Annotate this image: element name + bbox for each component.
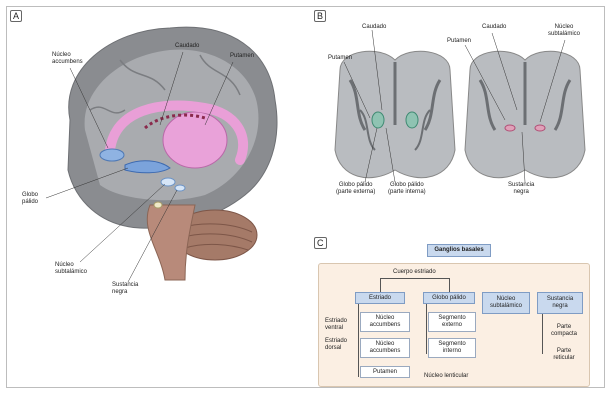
box-nucleo-accumbens-1: Núcleo accumbens bbox=[360, 312, 410, 332]
label-b-globo-interno: Globo pálido (parte interna) bbox=[388, 182, 426, 196]
label-estriado-dorsal: Estriado dorsal bbox=[325, 338, 347, 352]
connector-to-estriado bbox=[380, 278, 381, 292]
box-segmento-interno: Segmento interno bbox=[428, 338, 476, 358]
box-segmento-externo: Segmento externo bbox=[428, 312, 476, 332]
label-b-sustancia-negra: Sustancia negra bbox=[508, 182, 534, 196]
box-putamen: Putamen bbox=[360, 366, 410, 378]
connector-sn-children bbox=[542, 314, 543, 354]
connector-globo-children bbox=[426, 304, 427, 354]
label-cuerpo-estriado: Cuerpo estriado bbox=[393, 269, 436, 276]
connector-cuerpo-estriado bbox=[380, 278, 450, 279]
box-nucleo-subtalamico: Núcleo subtalámico bbox=[482, 292, 530, 314]
box-parte-reticular: Parte reticular bbox=[545, 346, 583, 364]
box-sustancia-negra: Sustancia negra bbox=[537, 292, 583, 314]
connector-to-globo bbox=[449, 278, 450, 292]
label-b-putamen-left: Putamen bbox=[328, 55, 352, 62]
box-globo-palido: Globo pálido bbox=[423, 292, 475, 304]
label-b-putamen-right: Putamen bbox=[447, 38, 471, 45]
box-nucleo-accumbens-2: Núcleo accumbens bbox=[360, 338, 410, 358]
connector-estriado-children bbox=[358, 304, 359, 377]
label-b-nucleo-subtalamico: Núcleo subtalámico bbox=[548, 24, 580, 38]
panel-c-letter: C bbox=[314, 237, 327, 249]
label-b-caudado-left: Caudado bbox=[362, 24, 386, 31]
box-ganglios-basales: Ganglios basales bbox=[427, 244, 491, 257]
label-estriado-ventral: Estriado ventral bbox=[325, 318, 347, 332]
label-b-globo-externo: Globo pálido (parte externa) bbox=[336, 182, 375, 196]
label-nucleo-lenticular: Núcleo lenticular bbox=[424, 373, 468, 380]
label-b-caudado-right: Caudado bbox=[482, 24, 506, 31]
box-parte-compacta: Parte compacta bbox=[545, 322, 583, 340]
box-estriado: Estriado bbox=[355, 292, 405, 304]
